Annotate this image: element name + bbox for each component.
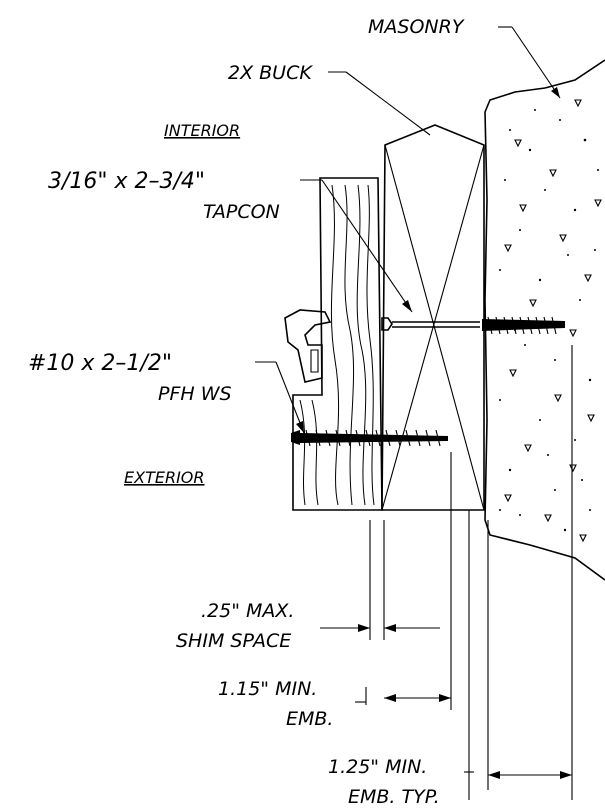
tapcon-screw: [381, 316, 565, 335]
buck-board: [381, 124, 485, 511]
label-tapcon-size: 3/16" x 2–3/4": [48, 169, 205, 194]
label-masonry: MASONRY: [368, 16, 465, 38]
label-wood-screw: PFH WS: [158, 383, 232, 405]
label-exterior: EXTERIOR: [124, 468, 205, 487]
dimension-lines: [320, 345, 573, 800]
label-emb-1: EMB.: [286, 708, 333, 730]
label-tapcon: TAPCON: [203, 201, 280, 223]
masonry-wall: [484, 59, 605, 581]
label-emb-min-2: 1.25" MIN.: [328, 756, 427, 778]
drawing-labels: MASONRY 2X BUCK INTERIOR 3/16" x 2–3/4" …: [28, 16, 465, 808]
frame-clip: [284, 309, 332, 383]
label-interior: INTERIOR: [164, 121, 240, 140]
label-buck: 2X BUCK: [228, 62, 313, 84]
window-frame-wood: [292, 177, 383, 511]
masonry-stipple: [499, 99, 602, 543]
label-shim-max: .25" MAX.: [201, 600, 294, 622]
label-shim-space: SHIM SPACE: [176, 630, 291, 652]
label-emb-typ: EMB. TYP.: [348, 786, 440, 808]
label-wood-screw-size: #10 x 2–1/2": [28, 351, 172, 376]
wood-screw: [291, 429, 448, 447]
label-emb-min-1: 1.15" MIN.: [218, 678, 317, 700]
leader-lines: [255, 26, 561, 773]
